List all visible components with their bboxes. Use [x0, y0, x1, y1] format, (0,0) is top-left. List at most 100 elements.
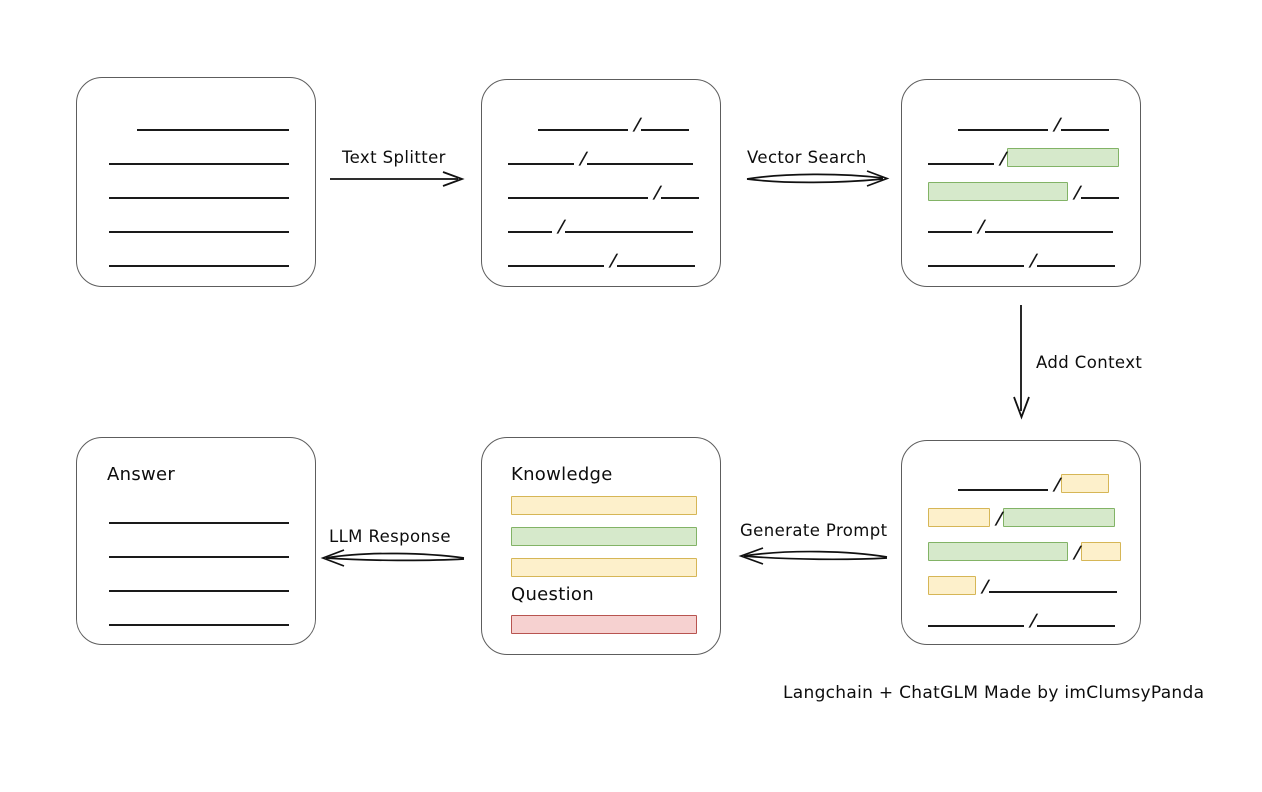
- arrow-text-splitter: [330, 171, 465, 187]
- arrow-label-add-context: Add Context: [1036, 353, 1143, 372]
- answer-rows: [77, 438, 315, 644]
- arrow-label-generate-prompt: Generate Prompt: [740, 521, 888, 540]
- chunk-separator-slash: /: [631, 115, 643, 135]
- highlight-chip-green: [1007, 147, 1120, 167]
- chunk-separator-slash: /: [1071, 183, 1083, 203]
- text-line-segment: [958, 129, 1048, 131]
- text-line-segment: [1037, 265, 1116, 267]
- text-line-segment: [109, 163, 289, 165]
- document-row: [77, 506, 315, 526]
- arrow-label-text-splitter: Text Splitter: [342, 148, 446, 167]
- highlight-chip-green: [928, 181, 1068, 201]
- prompt-knowledge-bar-1: [511, 496, 697, 515]
- document-row: /: [902, 473, 1140, 495]
- card-context-chunks[interactable]: / / / / /: [901, 440, 1141, 645]
- document-row: [77, 249, 315, 269]
- card-split-chunks[interactable]: / / / / /: [481, 79, 721, 287]
- chunk-separator-slash: /: [979, 577, 991, 597]
- document-row: [77, 215, 315, 235]
- document-row: /: [902, 541, 1140, 563]
- chunk-separator-slash: /: [1027, 251, 1039, 271]
- arrow-label-vector-search: Vector Search: [747, 148, 867, 167]
- split-chunks-rows: / / / / /: [482, 80, 720, 286]
- document-row: /: [482, 113, 720, 135]
- highlight-chip-yellow: [1081, 541, 1122, 561]
- document-row: /: [482, 147, 720, 169]
- context-chunks-rows: / / / / /: [902, 441, 1140, 644]
- document-row: /: [902, 147, 1140, 169]
- chunk-separator-slash: /: [555, 217, 567, 237]
- chunk-separator-slash: /: [607, 251, 619, 271]
- text-line-segment: [109, 265, 289, 267]
- document-row: [77, 113, 315, 133]
- prompt-question-bar: [511, 615, 697, 634]
- text-line-segment: [985, 231, 1114, 233]
- chunk-separator-slash: /: [651, 183, 663, 203]
- text-line-segment: [109, 556, 289, 558]
- arrow-generate-prompt: [738, 547, 888, 565]
- document-row: /: [902, 181, 1140, 203]
- card-answer[interactable]: Answer: [76, 437, 316, 645]
- document-row: /: [902, 507, 1140, 529]
- text-line-segment: [1081, 197, 1120, 199]
- text-line-segment: [928, 163, 994, 165]
- chunk-separator-slash: /: [577, 149, 589, 169]
- text-line-segment: [137, 129, 289, 131]
- prompt-knowledge-bar-2: [511, 527, 697, 546]
- document-row: [77, 147, 315, 167]
- document-row: /: [482, 181, 720, 203]
- card-source-document[interactable]: [76, 77, 316, 287]
- text-line-segment: [565, 231, 694, 233]
- arrow-vector-search: [746, 170, 890, 187]
- text-line-segment: [508, 163, 574, 165]
- highlight-chip-green: [928, 541, 1068, 561]
- prompt-heading-question: Question: [511, 584, 594, 605]
- document-row: [77, 574, 315, 594]
- retrieved-chunks-rows: / / / / /: [902, 80, 1140, 286]
- text-line-segment: [508, 265, 604, 267]
- arrow-llm-response: [320, 549, 465, 567]
- answer-heading: Answer: [107, 464, 176, 485]
- chunk-separator-slash: /: [975, 217, 987, 237]
- text-line-segment: [1037, 625, 1116, 627]
- card-retrieved-chunks[interactable]: / / / / /: [901, 79, 1141, 287]
- text-line-segment: [538, 129, 628, 131]
- prompt-knowledge-bar-3: [511, 558, 697, 577]
- document-row: /: [902, 575, 1140, 597]
- document-row: /: [902, 113, 1140, 135]
- document-row: [77, 540, 315, 560]
- highlight-chip-green: [1003, 507, 1116, 527]
- text-line-segment: [928, 625, 1024, 627]
- text-line-segment: [587, 163, 694, 165]
- text-line-segment: [958, 489, 1048, 491]
- text-line-segment: [661, 197, 700, 199]
- text-line-segment: [508, 231, 552, 233]
- chunk-separator-slash: /: [1051, 115, 1063, 135]
- text-line-segment: [1061, 129, 1110, 131]
- document-row: [77, 608, 315, 628]
- prompt-heading-knowledge: Knowledge: [511, 464, 613, 485]
- arrow-label-llm-response: LLM Response: [329, 527, 451, 546]
- document-row: /: [482, 249, 720, 271]
- card-prompt[interactable]: Knowledge Question: [481, 437, 721, 655]
- document-row: /: [902, 215, 1140, 237]
- text-line-segment: [109, 231, 289, 233]
- footer-credit: Langchain + ChatGLM Made by imClumsyPand…: [783, 683, 1205, 703]
- arrow-add-context: [1013, 305, 1030, 420]
- chunk-separator-slash: /: [1027, 611, 1039, 631]
- highlight-chip-yellow: [928, 507, 990, 527]
- text-line-segment: [508, 197, 648, 199]
- source-document-rows: [77, 78, 315, 286]
- text-line-segment: [617, 265, 696, 267]
- highlight-chip-yellow: [928, 575, 976, 595]
- text-line-segment: [928, 231, 972, 233]
- document-row: /: [902, 609, 1140, 631]
- text-line-segment: [109, 590, 289, 592]
- highlight-chip-yellow: [1061, 473, 1110, 493]
- text-line-segment: [641, 129, 690, 131]
- text-line-segment: [989, 591, 1118, 593]
- text-line-segment: [928, 265, 1024, 267]
- text-line-segment: [109, 197, 289, 199]
- document-row: [77, 181, 315, 201]
